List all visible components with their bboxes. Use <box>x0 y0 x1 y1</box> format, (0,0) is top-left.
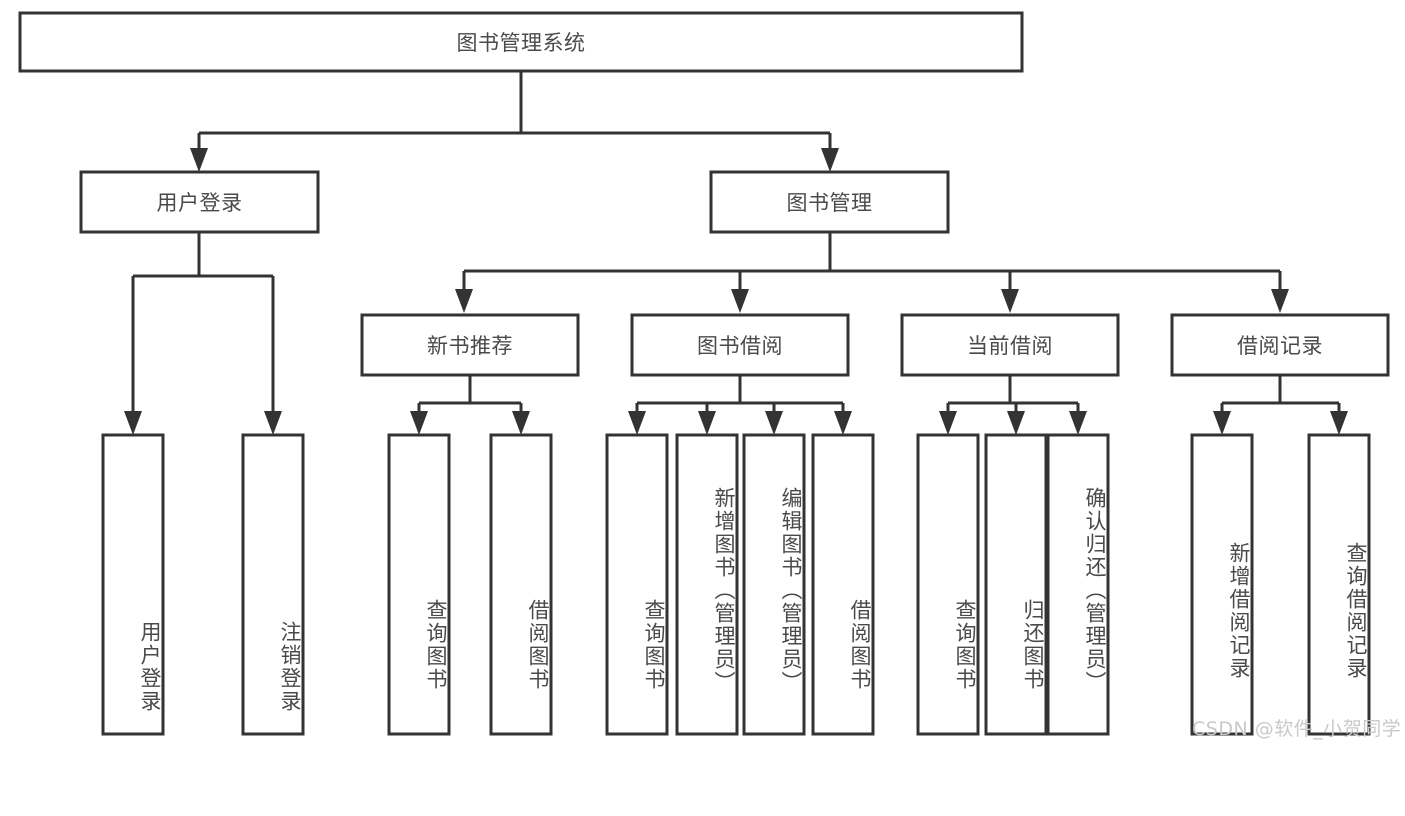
arrow-head-icon <box>1330 411 1348 435</box>
connector-group-root <box>190 71 839 172</box>
arrow-head-icon <box>765 411 783 435</box>
node-root[interactable] <box>18 11 1024 73</box>
arrow-head-icon <box>1007 411 1025 435</box>
connector-group-borrow-records <box>1213 375 1348 435</box>
arrow-head-icon <box>1001 289 1019 313</box>
arrow-head-icon <box>410 411 428 435</box>
arrow-head-icon <box>731 289 749 313</box>
connector-group-current-borrow <box>939 375 1087 435</box>
node-book-management[interactable] <box>709 170 950 234</box>
connector-group-new-book <box>410 375 530 435</box>
arrow-head-icon <box>698 411 716 435</box>
arrow-head-icon <box>512 411 530 435</box>
node-leaf-add-record[interactable] <box>1190 433 1254 736</box>
node-book-borrow[interactable] <box>630 313 850 377</box>
arrow-head-icon <box>821 148 839 172</box>
arrow-head-icon <box>124 411 142 435</box>
node-leaf-edit-book[interactable] <box>742 433 806 736</box>
arrow-head-icon <box>834 411 852 435</box>
connector-group-book-management <box>455 232 1289 313</box>
node-leaf-logout[interactable] <box>241 433 305 736</box>
arrow-head-icon <box>1271 289 1289 313</box>
arrow-head-icon <box>264 411 282 435</box>
node-leaf-user-login[interactable] <box>101 433 165 736</box>
node-leaf-query-record[interactable] <box>1307 433 1371 736</box>
node-new-book-recommend[interactable] <box>360 313 580 377</box>
flowchart-diagram: 图书管理系统 用户登录 图书管理 新书推荐 图书借阅 当前借阅 借阅记录 用户登… <box>18 11 1401 740</box>
arrow-head-icon <box>939 411 957 435</box>
node-leaf-query-book-1[interactable] <box>387 433 451 736</box>
arrow-head-icon <box>628 411 646 435</box>
connector-group-user-login <box>124 232 282 435</box>
arrow-head-icon <box>1213 411 1231 435</box>
diagram-canvas <box>18 11 1390 736</box>
node-leaf-confirm-return[interactable] <box>1046 433 1110 736</box>
arrow-head-icon <box>190 148 208 172</box>
node-leaf-borrow-book-1[interactable] <box>489 433 553 736</box>
node-leaf-add-book[interactable] <box>675 433 739 736</box>
node-borrow-records[interactable] <box>1170 313 1390 377</box>
node-leaf-query-book-2[interactable] <box>605 433 669 736</box>
connector-group-book-borrow <box>628 375 852 435</box>
node-current-borrow[interactable] <box>900 313 1120 377</box>
node-user-login[interactable] <box>79 170 320 234</box>
node-leaf-borrow-book-2[interactable] <box>811 433 875 736</box>
arrow-head-icon <box>455 289 473 313</box>
node-leaf-query-book-3[interactable] <box>916 433 980 736</box>
arrow-head-icon <box>1069 411 1087 435</box>
node-leaf-return-book[interactable] <box>984 433 1048 736</box>
